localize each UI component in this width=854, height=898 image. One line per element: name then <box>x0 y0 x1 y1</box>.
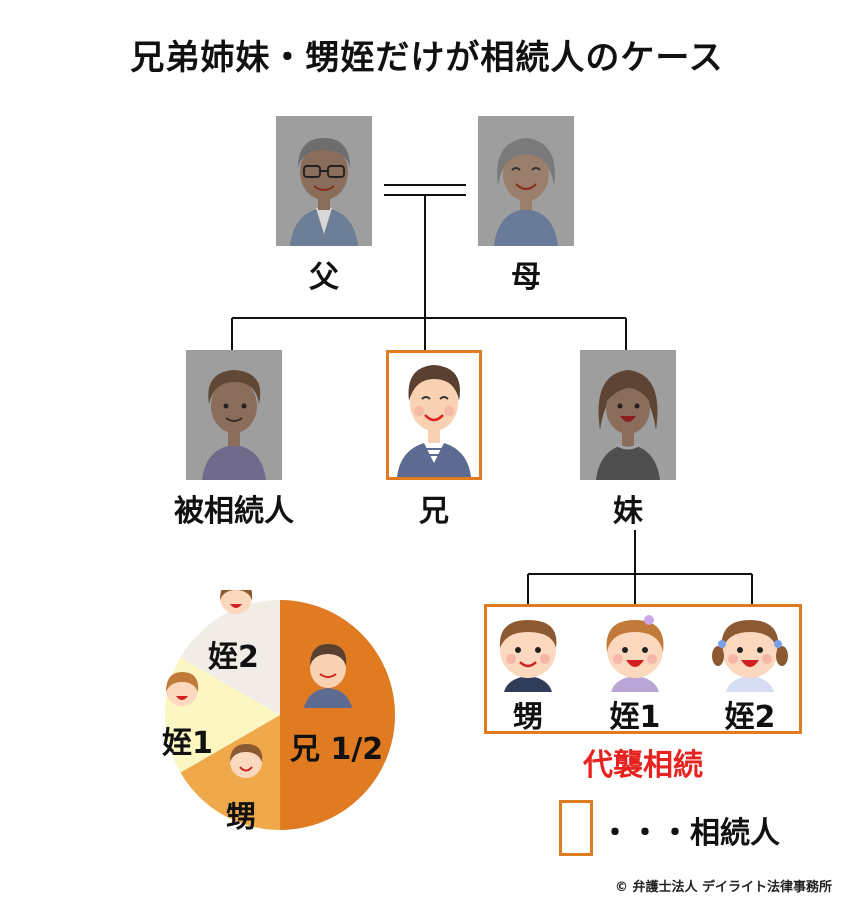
deceased-label: 被相続人 <box>174 494 294 529</box>
sister-label: 妹 <box>613 494 643 529</box>
pie-slice-niece2 <box>180 600 280 715</box>
niece2-figure <box>700 612 800 712</box>
father-icon <box>290 138 358 246</box>
nephew-figure <box>478 612 578 712</box>
niece1-label: 姪1 <box>609 700 661 735</box>
nephew-icon <box>499 620 557 692</box>
brother-label: 兄 <box>419 494 449 529</box>
pie-slice-nephew <box>180 715 281 830</box>
pie-label-brother: 兄 1/2 <box>290 732 384 767</box>
pie-nephew-face-icon <box>230 744 263 778</box>
sister-icon <box>596 370 660 480</box>
pie-label-nephew: 甥 <box>226 800 256 835</box>
copyright: © 弁護士法人 デイライト法律事務所 <box>614 880 832 895</box>
niece2-label: 姪2 <box>724 700 776 735</box>
representation-heirs-box <box>484 604 802 734</box>
pie-label-niece1: 姪1 <box>162 726 213 761</box>
representation-label: 代襲相続 <box>583 748 703 783</box>
niece1-icon <box>606 615 664 692</box>
pie-label-niece2: 姪2 <box>208 640 259 675</box>
legend-text: ・・・相続人 <box>600 816 780 851</box>
deceased-photo <box>186 350 282 480</box>
mother-label: 母 <box>511 260 541 295</box>
sister-photo <box>580 350 676 480</box>
deceased-man-icon <box>202 370 266 480</box>
nephew-label: 甥 <box>513 700 543 735</box>
pie-niece2-face-icon <box>220 590 253 614</box>
mother-icon <box>494 138 558 246</box>
pie-brother-face-icon <box>304 644 352 708</box>
legend-heir-box <box>559 800 593 856</box>
niece2-icon <box>712 620 788 692</box>
niece1-figure <box>585 612 685 712</box>
father-photo <box>276 116 372 246</box>
page-title: 兄弟姉妹・甥姪だけが相続人のケース <box>130 38 724 78</box>
pie-slice-brother <box>280 600 396 830</box>
inheritance-share-pie <box>165 590 396 830</box>
pie-niece1-face-icon <box>166 672 199 706</box>
mother-photo <box>478 116 574 246</box>
brother-icon <box>397 365 471 477</box>
brother-photo <box>386 350 482 480</box>
father-label: 父 <box>309 260 339 295</box>
